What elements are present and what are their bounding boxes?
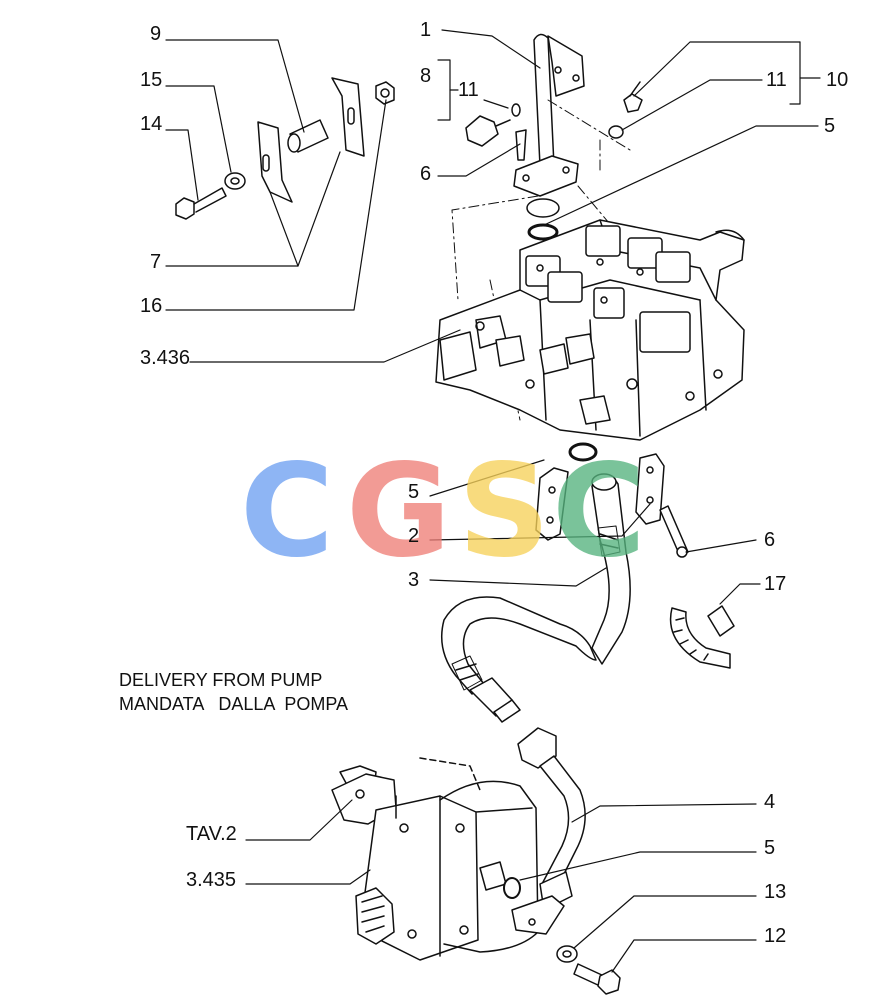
callout-5-top: 5 bbox=[824, 115, 836, 137]
caption-italian: MANDATA DALLA POMPA bbox=[119, 694, 349, 714]
callout-ref-3436: 3.436 bbox=[140, 347, 191, 369]
watermark-letter-g: G bbox=[346, 437, 452, 586]
callout-17: 17 bbox=[764, 573, 787, 595]
callout-1: 1 bbox=[420, 19, 432, 41]
seal-5-bottom bbox=[503, 877, 521, 899]
callout-6-top: 6 bbox=[420, 163, 432, 185]
callout-5-bottom: 5 bbox=[764, 837, 776, 859]
callout-16: 16 bbox=[140, 295, 163, 317]
callout-4: 4 bbox=[764, 791, 776, 813]
callout-6-mid: 6 bbox=[764, 529, 776, 551]
callout-3: 3 bbox=[408, 569, 420, 591]
screw-10 bbox=[623, 81, 643, 113]
nut-16 bbox=[375, 81, 395, 105]
callout-15: 15 bbox=[140, 69, 163, 91]
washer-13 bbox=[556, 945, 578, 963]
callout-ref-3435: 3.435 bbox=[186, 869, 237, 891]
watermark-letter-c1: C bbox=[240, 437, 334, 586]
seal-5-top bbox=[526, 198, 560, 241]
pump-shaft bbox=[355, 887, 395, 945]
hose-3 bbox=[441, 473, 631, 723]
washer-11 bbox=[608, 125, 624, 139]
hose-clamp-17 bbox=[669, 605, 735, 669]
callout-13: 13 bbox=[764, 881, 787, 903]
caption-english: DELIVERY FROM PUMP bbox=[119, 670, 323, 690]
callout-12: 12 bbox=[764, 925, 787, 947]
washer-15 bbox=[224, 172, 246, 190]
callout-11-right: 11 bbox=[766, 69, 787, 91]
callout-9: 9 bbox=[150, 23, 162, 45]
bolt-14 bbox=[175, 187, 227, 220]
control-valve-block bbox=[435, 219, 745, 441]
callout-5-mid: 5 bbox=[408, 481, 420, 503]
spacer-9 bbox=[287, 119, 329, 153]
callout-11-left: 11 bbox=[458, 79, 479, 101]
screw-6-top bbox=[515, 129, 527, 161]
callout-2: 2 bbox=[408, 525, 420, 547]
seal-5-mid bbox=[568, 442, 598, 462]
callout-tav2: TAV.2 bbox=[186, 823, 237, 845]
callout-14: 14 bbox=[140, 113, 163, 135]
leader-lines bbox=[165, 29, 821, 973]
watermark-letter-c2: C bbox=[552, 437, 646, 586]
split-flange-2 bbox=[535, 453, 665, 541]
bracket-plate-left bbox=[257, 121, 293, 203]
callout-8: 8 bbox=[420, 65, 432, 87]
watermark-letter-s: S bbox=[458, 437, 551, 586]
screw-11-small bbox=[465, 103, 521, 147]
callout-10: 10 bbox=[826, 69, 849, 91]
screw-6-mid bbox=[659, 505, 689, 558]
bolt-12 bbox=[573, 963, 621, 995]
hydraulic-pump bbox=[331, 757, 539, 961]
callout-7: 7 bbox=[150, 251, 162, 273]
diagram-caption: DELIVERY FROM PUMP MANDATA DALLA POMPA bbox=[119, 668, 348, 716]
delivery-pipe-4 bbox=[511, 727, 586, 935]
